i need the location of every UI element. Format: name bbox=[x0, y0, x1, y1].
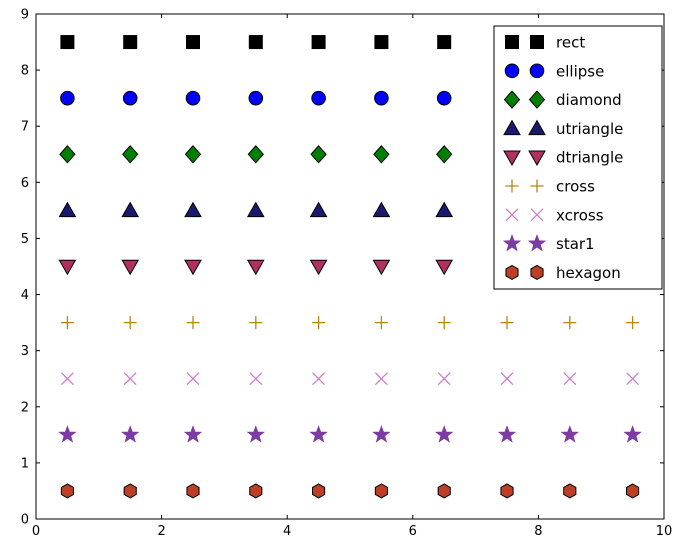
axes-border bbox=[35, 13, 665, 520]
legend: rect ellipse diamond utriangle dtriangle cros… bbox=[493, 25, 663, 290]
legend-entry-xcross: xcross bbox=[505, 206, 604, 224]
legend-label: dtriangle bbox=[556, 149, 623, 167]
legend-entry-star1: star1 bbox=[502, 233, 595, 253]
x-tick-label: 4 bbox=[283, 524, 291, 539]
y-tick-label: 5 bbox=[21, 232, 29, 247]
x-tick-label: 10 bbox=[656, 524, 673, 539]
y-tick-label: 0 bbox=[21, 513, 29, 528]
series-xcross bbox=[60, 372, 640, 386]
legend-entry-cross: cross bbox=[505, 178, 595, 196]
legend-entry-rect: rect bbox=[505, 34, 585, 52]
y-tick-label: 8 bbox=[21, 64, 29, 79]
y-tick-label: 4 bbox=[21, 288, 29, 303]
legend-label: cross bbox=[556, 178, 595, 196]
y-tick-label: 3 bbox=[21, 344, 29, 359]
legend-label: star1 bbox=[556, 235, 595, 253]
x-tick-label: 8 bbox=[534, 524, 542, 539]
legend-label: ellipse bbox=[556, 62, 604, 80]
legend-label: utriangle bbox=[556, 120, 623, 138]
legend-label: diamond bbox=[556, 91, 622, 109]
x-axis: 0 2 4 6 8 10 bbox=[32, 14, 672, 539]
y-tick-label: 6 bbox=[21, 176, 29, 191]
legend-label: xcross bbox=[556, 206, 604, 224]
y-tick-label: 9 bbox=[21, 8, 29, 23]
legend-entry-utriangle: utriangle bbox=[503, 119, 623, 138]
series-cross bbox=[60, 316, 640, 330]
legend-label: hexagon bbox=[556, 264, 621, 282]
legend-label: rect bbox=[556, 34, 585, 52]
legend-entry-ellipse: ellipse bbox=[504, 62, 604, 80]
x-tick-label: 0 bbox=[32, 524, 40, 539]
series-star1 bbox=[58, 425, 642, 443]
legend-entry-hexagon: hexagon bbox=[505, 264, 621, 282]
legend-entry-diamond: diamond bbox=[503, 90, 622, 109]
legend-entry-dtriangle: dtriangle bbox=[503, 149, 623, 167]
y-tick-label: 1 bbox=[21, 456, 29, 471]
y-axis: 0 1 2 3 4 5 6 7 8 9 bbox=[21, 8, 664, 528]
y-tick-label: 7 bbox=[21, 120, 29, 135]
x-tick-label: 2 bbox=[157, 524, 165, 539]
series-hexagon bbox=[60, 483, 640, 499]
y-tick-label: 2 bbox=[21, 400, 29, 415]
x-tick-label: 6 bbox=[409, 524, 417, 539]
